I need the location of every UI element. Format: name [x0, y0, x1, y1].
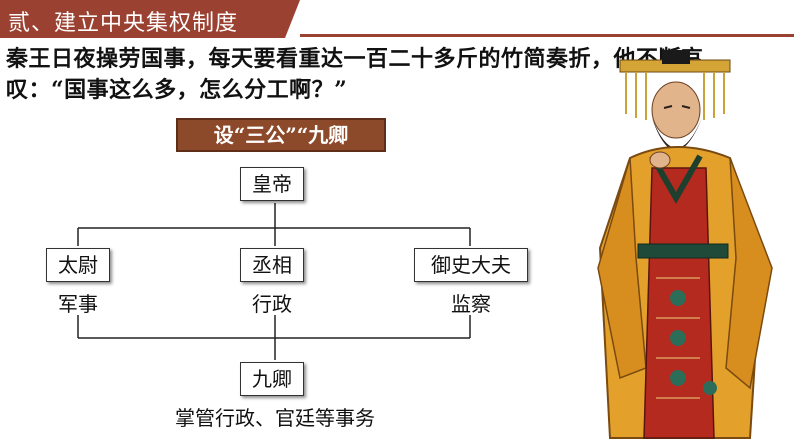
sangong-jiuqing-banner: 设“三公”“九卿: [176, 118, 386, 152]
section-title-bar: 贰、建立中央集权制度: [0, 0, 300, 38]
chengxiang-node: 丞相: [240, 248, 304, 282]
taiwei-node: 太尉: [46, 248, 110, 282]
emperor-portrait-illustration: [597, 50, 773, 439]
jiuqing-node: 九卿: [240, 362, 304, 396]
yushi-duty: 监察: [451, 292, 491, 316]
jiuqing-duty: 掌管行政、官廷等事务: [175, 406, 375, 430]
yushi-dafu-node: 御史大夫: [414, 248, 528, 282]
title-underline: [300, 34, 794, 37]
taiwei-duty: 军事: [58, 292, 98, 316]
section-title: 贰、建立中央集权制度: [8, 11, 239, 36]
emperor-node: 皇帝: [240, 167, 304, 201]
intro-paragraph: 秦王日夜操劳国事，每天要看重达一百二十多斤的竹简奏折，他不断哀叹：“国事这么多，…: [6, 46, 704, 103]
chengxiang-duty: 行政: [252, 292, 292, 316]
